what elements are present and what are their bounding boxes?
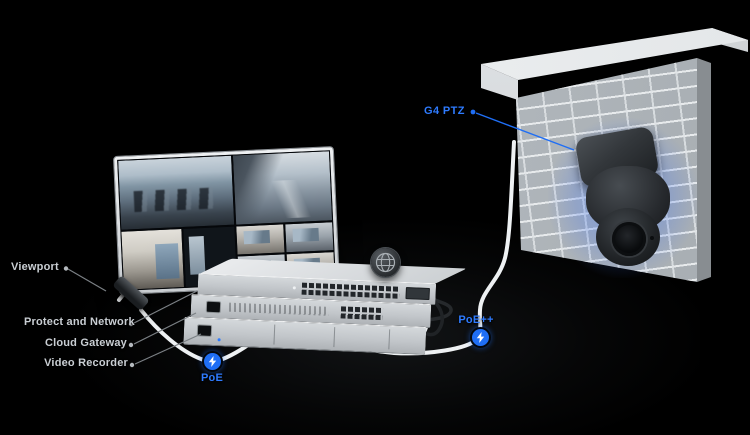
switch-port-block [301, 282, 400, 299]
feed-office-cam-1 [235, 223, 286, 256]
nvr-display [197, 325, 212, 336]
lightning-bolt-icon [476, 332, 485, 343]
camera-label: G4 PTZ [424, 105, 465, 117]
camera-lens-icon [612, 222, 646, 256]
video-recorder-label: Video Recorder [44, 357, 128, 369]
feed-office-hallway [120, 227, 185, 291]
poe-plus-plus-badge [470, 327, 491, 348]
poe-label: PoE [201, 372, 223, 384]
nvr-seam [388, 329, 391, 350]
apps-label: Protect and Network [24, 316, 135, 328]
cloud-gateway-label: Cloud Gateway [44, 337, 127, 349]
poe-badge [202, 351, 223, 372]
feed-parking-lot [117, 154, 236, 231]
feed-street-intersection [232, 150, 334, 226]
nvr-status-led [217, 338, 221, 342]
lightning-bolt-icon [208, 356, 217, 367]
gateway-display [206, 301, 221, 313]
gateway-vent [228, 302, 330, 316]
gateway-port-block [340, 306, 384, 321]
camera-ir-dot [650, 236, 654, 240]
nvr-seam [333, 327, 336, 348]
poe-plus-plus-label: PoE++ [458, 314, 494, 326]
viewport-label: Viewport [11, 261, 59, 273]
sfp-ports [405, 287, 430, 301]
feed-office-cam-2 [284, 220, 335, 254]
switch-led [292, 286, 296, 290]
internet-globe-icon [371, 248, 400, 277]
nvr-seam [273, 324, 276, 345]
